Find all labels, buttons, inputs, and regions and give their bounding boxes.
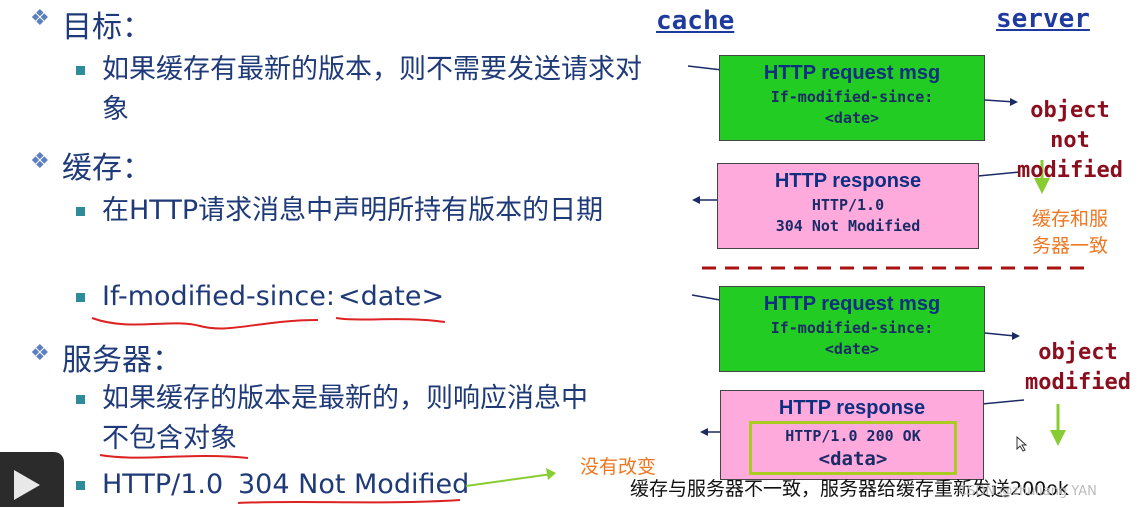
- consistent-note-line1: 缓存和服: [1032, 208, 1109, 230]
- mouse-cursor-icon: [1016, 436, 1028, 452]
- bottom-note: 缓存与服务器不一致，服务器给缓存重新发送200ok: [630, 478, 1069, 500]
- resp1-server-arrow: [977, 171, 1021, 177]
- no-change-note: 没有改变: [580, 456, 657, 478]
- request-box-2: HTTP request msg If-modified-since: <dat…: [719, 286, 985, 372]
- arrowhead: [692, 196, 700, 204]
- watermark: CSDN @zhuliang YAN: [958, 484, 1097, 499]
- server-label: server: [996, 4, 1090, 34]
- underline-304: [237, 499, 461, 504]
- play-icon: [14, 470, 40, 500]
- square-bullet-icon: [76, 293, 85, 302]
- resp2-server-arrow: [981, 399, 1025, 405]
- resp1-line1: HTTP/1.0: [811, 196, 885, 214]
- object-not-modified-label: object not modified: [1010, 96, 1130, 186]
- label-line: object: [1038, 340, 1118, 365]
- green-down-arrowhead: [1034, 178, 1050, 194]
- label-line: not: [1050, 128, 1090, 153]
- square-bullet-icon: [76, 66, 85, 75]
- arrowhead: [1010, 98, 1018, 106]
- diamond-bullet-icon: ❖: [30, 6, 50, 31]
- request-box-1: HTTP request msg If-modified-since: <dat…: [719, 55, 985, 141]
- green-arrowhead: [546, 468, 556, 480]
- play-button[interactable]: [0, 452, 64, 507]
- cache-heading: 缓存：: [62, 151, 152, 186]
- arrowhead: [700, 428, 708, 436]
- resp2-line2: <data>: [818, 448, 888, 470]
- cache-label: cache: [656, 6, 735, 36]
- req2-server-arrow: [984, 332, 1016, 337]
- cache-item-2-value: <date>: [338, 281, 445, 312]
- diamond-bullet-icon: ❖: [30, 149, 50, 174]
- req2-title: HTTP request msg: [763, 293, 941, 315]
- consistent-note-line2: 务器一致: [1032, 235, 1109, 257]
- green-down-arrowhead: [1050, 430, 1066, 446]
- square-bullet-icon: [76, 395, 85, 404]
- req2-arrow: [691, 294, 721, 301]
- req2-line1: If-modified-since:: [770, 319, 934, 337]
- label-line: modified: [1025, 370, 1131, 395]
- server-item-2a: HTTP/1.0: [102, 469, 224, 500]
- label-line: modified: [1017, 158, 1123, 183]
- resp2-line1: HTTP/1.0 200 OK: [785, 427, 921, 445]
- underline-no-object: [99, 454, 249, 459]
- underline-date: [335, 317, 446, 323]
- req1-line2: <date>: [824, 109, 880, 127]
- highlight-frame: HTTP/1.0 200 OK <data>: [749, 421, 957, 475]
- req1-line1: If-modified-since:: [770, 88, 934, 106]
- server-heading: 服务器：: [62, 343, 182, 378]
- req1-arrow: [687, 65, 723, 71]
- green-arrow-line: [465, 473, 553, 487]
- goal-heading: 目标：: [62, 10, 152, 45]
- goal-item: 如果缓存有最新的版本，则不需要发送请求对象: [102, 54, 642, 125]
- cache-item-2-key: If-modified-since:: [102, 281, 335, 312]
- resp1-line2: 304 Not Modified: [775, 217, 921, 235]
- response-box-2: HTTP response HTTP/1.0 200 OK <data>: [720, 390, 984, 480]
- resp1-title: HTTP response: [774, 170, 922, 192]
- underline-if-modified: [91, 317, 319, 330]
- diamond-bullet-icon: ❖: [30, 341, 50, 366]
- square-bullet-icon: [76, 481, 85, 490]
- response-box-1: HTTP response HTTP/1.0 304 Not Modified: [717, 163, 979, 249]
- req1-title: HTTP request msg: [763, 62, 941, 84]
- req2-line2: <date>: [824, 340, 880, 358]
- server-item-1b: 不包含对象: [102, 423, 237, 454]
- server-item-2b: 304 Not Modified: [238, 469, 470, 500]
- label-line: object: [1030, 98, 1110, 123]
- square-bullet-icon: [76, 207, 85, 216]
- server-item-1a: 如果缓存的版本是最新的，则响应消息中: [102, 383, 588, 414]
- resp2-title: HTTP response: [778, 397, 926, 419]
- cache-item-1: 在HTTP请求消息中声明所持有版本的日期: [102, 195, 604, 226]
- object-modified-label: object modified: [1018, 338, 1138, 398]
- arrowhead: [1012, 332, 1020, 340]
